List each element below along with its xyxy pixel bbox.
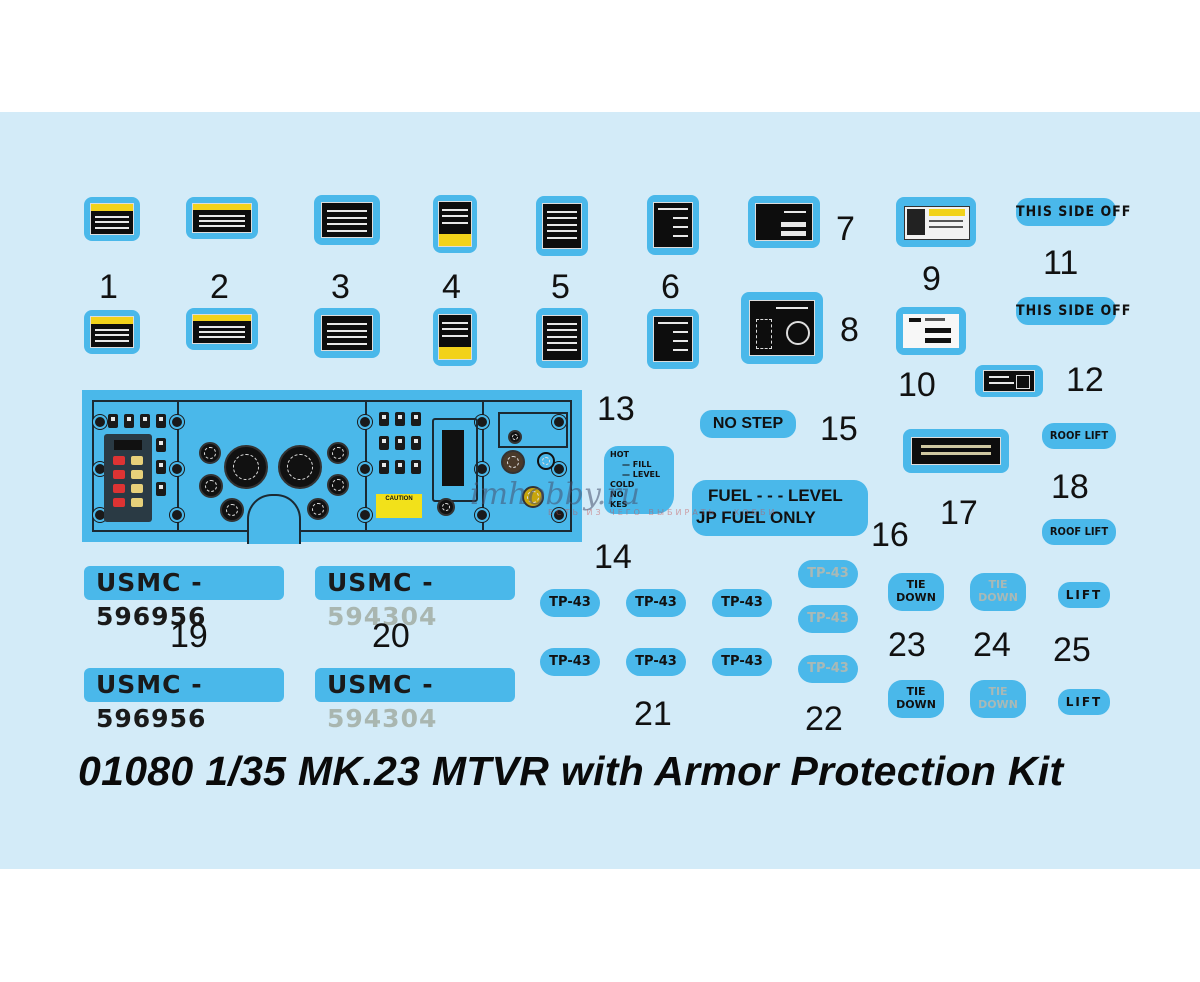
- decal-22-tp43: TP-43: [798, 560, 858, 588]
- decal-number: 5: [551, 268, 570, 306]
- decal-19-top: USMC - 596956: [84, 566, 284, 631]
- decal-number: 3: [331, 268, 350, 306]
- decal-21-tp43: TP-43: [540, 589, 600, 617]
- decal-1-bottom: [84, 310, 140, 354]
- decal-number: 2: [210, 268, 229, 306]
- decal-number: 19: [170, 617, 208, 655]
- decal-25-lift: LIFT: [1058, 582, 1110, 608]
- watermark: imhobby.ru: [470, 477, 640, 512]
- decal-2-top: [186, 197, 258, 239]
- decal-13-dashboard: CAUTION: [82, 390, 582, 544]
- decal-number: 6: [661, 268, 680, 306]
- decal-number: 12: [1066, 361, 1104, 399]
- decal-6-bottom: [647, 309, 699, 369]
- tie-label: TIE: [906, 578, 926, 591]
- decal-4-bottom: [433, 308, 477, 366]
- decal-number: 1: [99, 268, 118, 306]
- decal-6-top: [647, 195, 699, 255]
- decal-number: 4: [442, 268, 461, 306]
- decal-7: [748, 196, 820, 248]
- down-label: DOWN: [978, 591, 1018, 604]
- decal-16-fuel: FUEL - - - LEVEL JP FUEL ONLY: [692, 480, 868, 536]
- fuel-level-text: FUEL - - - LEVEL: [708, 486, 843, 505]
- jp-fuel-only-text: JP FUEL ONLY: [696, 508, 816, 527]
- decal-22-tp43: TP-43: [798, 605, 858, 633]
- decal-number: 23: [888, 626, 926, 664]
- decal-20-bottom: USMC - 594304: [315, 668, 515, 733]
- level-label: — LEVEL: [622, 470, 661, 479]
- decal-2-bottom: [186, 308, 258, 350]
- usmc-prefix: USMC -: [327, 670, 434, 699]
- decal-number: 15: [820, 410, 858, 448]
- decal-21-tp43: TP-43: [712, 589, 772, 617]
- decal-12: [975, 365, 1043, 397]
- decal-18-top: ROOF LIFT: [1042, 423, 1116, 449]
- sheet-title: 01080 1/35 MK.23 MTVR with Armor Protect…: [78, 748, 1064, 794]
- decal-1-top: [84, 197, 140, 241]
- usmc-prefix: USMC -: [96, 670, 203, 699]
- hot-cold-line5: NO: [610, 490, 624, 499]
- decal-8: [741, 292, 823, 364]
- fill-label: — FILL: [622, 460, 652, 469]
- dash-caution-label: CAUTION: [376, 494, 422, 518]
- hot-cold-line6: KES: [610, 500, 628, 509]
- tie-label: TIE: [906, 685, 926, 698]
- decal-number: 13: [597, 390, 635, 428]
- usmc-number: 596956: [96, 602, 207, 631]
- decal-number: 9: [922, 260, 941, 298]
- tie-label: TIE: [988, 685, 1008, 698]
- decal-number: 8: [840, 311, 859, 349]
- decal-number: 22: [805, 700, 843, 738]
- decal-21-tp43: TP-43: [712, 648, 772, 676]
- watermark-subtext: ЕСТЬ ИЗ ЧЕГО ВЫБИРАТЬ · ХОББИ: [548, 508, 778, 517]
- hot-label: HOT: [610, 450, 629, 459]
- decal-number: 14: [594, 538, 632, 576]
- down-label: DOWN: [896, 698, 936, 711]
- decal-5-bottom: [536, 308, 588, 368]
- usmc-prefix: USMC -: [96, 568, 203, 597]
- decal-3-top: [314, 195, 380, 245]
- decal-21-tp43: TP-43: [626, 648, 686, 676]
- decal-25-lift: LIFT: [1058, 689, 1110, 715]
- decal-22-tp43: TP-43: [798, 655, 858, 683]
- decal-9: [896, 197, 976, 247]
- decal-number: 18: [1051, 468, 1089, 506]
- down-label: DOWN: [978, 698, 1018, 711]
- decal-19-bottom: USMC - 596956: [84, 668, 284, 733]
- decal-number: 24: [973, 626, 1011, 664]
- decal-15-no-step: NO STEP: [700, 410, 796, 438]
- usmc-number: 594304: [327, 704, 438, 733]
- decal-number: 25: [1053, 631, 1091, 669]
- decal-3-bottom: [314, 308, 380, 358]
- decal-4-top: [433, 195, 477, 253]
- decal-number: 16: [871, 516, 909, 554]
- usmc-prefix: USMC -: [327, 568, 434, 597]
- decal-number: 11: [1043, 244, 1079, 282]
- decal-number: 21: [634, 695, 672, 733]
- usmc-number: 596956: [96, 704, 207, 733]
- decal-20-top: USMC - 594304: [315, 566, 515, 631]
- cold-label: COLD: [610, 480, 635, 489]
- decal-number: 10: [898, 366, 936, 404]
- decal-21-tp43: TP-43: [626, 589, 686, 617]
- decal-number: 7: [836, 210, 855, 248]
- decal-number: 20: [372, 617, 410, 655]
- tie-label: TIE: [988, 578, 1008, 591]
- down-label: DOWN: [896, 591, 936, 604]
- decal-10: [896, 307, 966, 355]
- decal-18-bottom: ROOF LIFT: [1042, 519, 1116, 545]
- decal-11-top: THIS SIDE OFF: [1016, 198, 1130, 226]
- decal-11-bottom: THIS SIDE OFF: [1016, 297, 1130, 325]
- decal-14-hot-cold: HOT — FILL — LEVEL COLD NO KES: [604, 446, 674, 514]
- usmc-number: 594304: [327, 602, 438, 631]
- decal-5-top: [536, 196, 588, 256]
- decal-17: [903, 429, 1009, 473]
- decal-number: 17: [940, 494, 978, 532]
- decal-21-tp43: TP-43: [540, 648, 600, 676]
